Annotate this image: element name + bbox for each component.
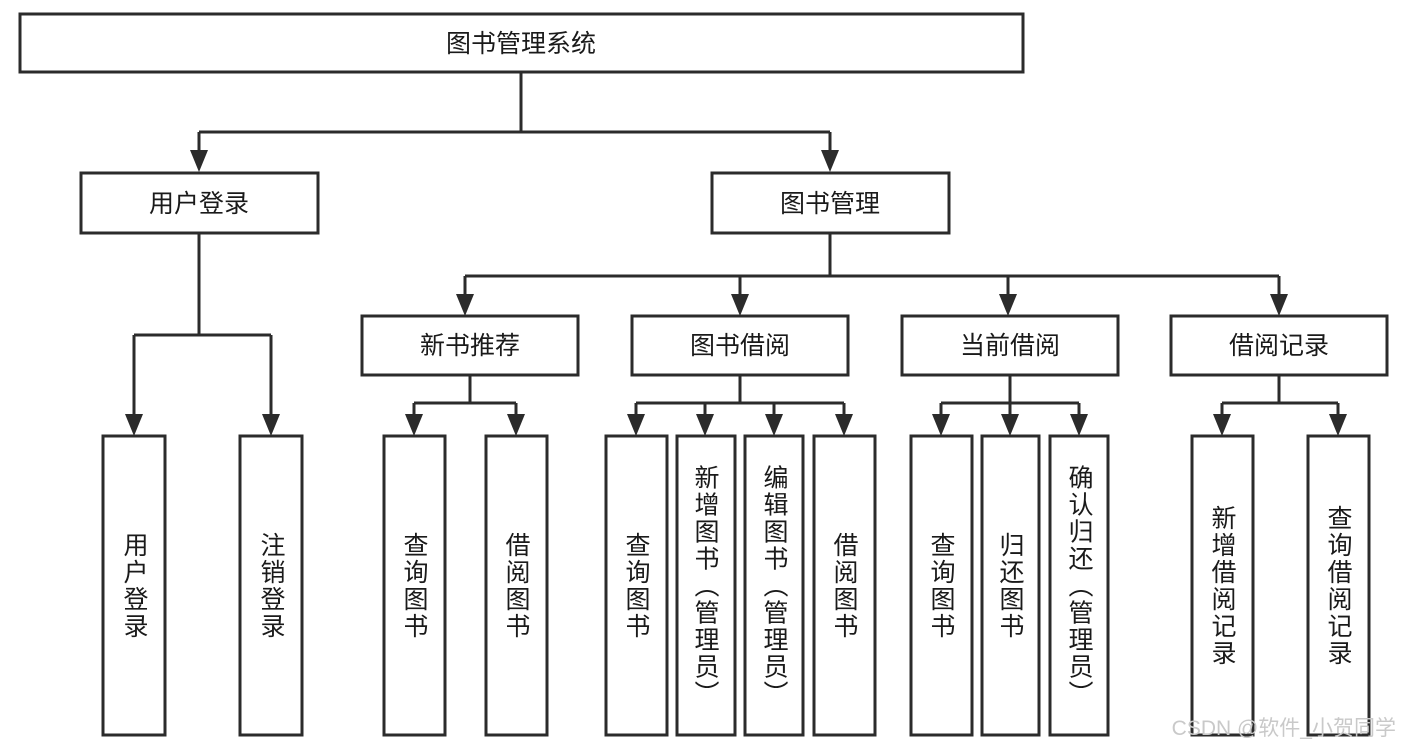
node-root-label: 图书管理系统 xyxy=(446,30,596,58)
node-leaf-user-logout-label: 注销登录 xyxy=(257,532,286,640)
node-book-borrow-box[interactable] xyxy=(630,314,850,377)
node-root-box[interactable] xyxy=(18,12,1025,74)
node-current-borrow-label: 当前借阅 xyxy=(960,332,1060,360)
node-leaf-add-record-label: 新增借阅记录 xyxy=(1208,505,1237,667)
node-leaf-query-book-2-box[interactable] xyxy=(604,434,669,737)
node-leaf-borrow-book-1-box[interactable] xyxy=(484,434,549,737)
node-user-login[interactable]: 用户登录 xyxy=(79,171,320,235)
node-leaf-query-book-2-label: 查询图书 xyxy=(622,532,651,640)
node-leaf-add-book-box[interactable] xyxy=(675,434,737,737)
node-leaf-borrow-book-1-label: 借阅图书 xyxy=(502,532,531,640)
node-leaf-borrow-book-1[interactable]: 借阅图书 xyxy=(484,434,549,737)
arrow-leaf-borrow-book-1 xyxy=(507,414,525,436)
node-new-book-recommend-box[interactable] xyxy=(360,314,580,377)
node-leaf-confirm-return[interactable]: 确认归还（管理员） xyxy=(1048,434,1110,737)
arrow-to-new-book-recommend xyxy=(456,294,474,316)
arrow-leaf-return-book xyxy=(1001,414,1019,436)
node-leaf-query-record-box[interactable] xyxy=(1306,434,1371,737)
node-leaf-query-book-3-box[interactable] xyxy=(909,434,974,737)
node-leaf-return-book[interactable]: 归还图书 xyxy=(980,434,1041,737)
arrow-leaf-query-book-1 xyxy=(405,414,423,436)
node-leaf-user-login[interactable]: 用户登录 xyxy=(101,434,167,737)
arrow-leaf-edit-book xyxy=(765,414,783,436)
node-leaf-confirm-return-box[interactable] xyxy=(1048,434,1110,737)
arrow-to-current-borrow xyxy=(999,294,1017,316)
arrow-to-user-login xyxy=(190,150,208,172)
node-leaf-user-login-label: 用户登录 xyxy=(120,532,149,640)
node-leaf-user-logout[interactable]: 注销登录 xyxy=(238,434,304,737)
node-leaf-query-book-2[interactable]: 查询图书 xyxy=(604,434,669,737)
node-leaf-borrow-book-2-label: 借阅图书 xyxy=(830,532,859,640)
node-book-borrow[interactable]: 图书借阅 xyxy=(630,314,850,377)
node-new-book-recommend-label: 新书推荐 xyxy=(420,332,520,360)
node-leaf-edit-book[interactable]: 编辑图书（管理员） xyxy=(743,434,805,737)
node-leaf-confirm-return-label: 确认归还（管理员） xyxy=(1065,465,1094,708)
arrow-to-book-borrow xyxy=(731,294,749,316)
node-current-borrow-box[interactable] xyxy=(900,314,1120,377)
arrow-leaf-add-book xyxy=(696,414,714,436)
arrow-to-book-management xyxy=(821,150,839,172)
node-leaf-add-book-label: 新增图书（管理员） xyxy=(691,465,720,708)
node-leaf-edit-book-label: 编辑图书（管理员） xyxy=(760,465,789,708)
connector-group xyxy=(125,72,1347,436)
arrow-to-borrow-record xyxy=(1270,294,1288,316)
node-leaf-query-book-1-box[interactable] xyxy=(382,434,447,737)
node-leaf-borrow-book-2[interactable]: 借阅图书 xyxy=(812,434,877,737)
node-leaf-borrow-book-2-box[interactable] xyxy=(812,434,877,737)
node-leaf-query-book-3-label: 查询图书 xyxy=(927,532,956,640)
node-leaf-query-record-label: 查询借阅记录 xyxy=(1324,505,1353,667)
arrow-leaf-user-logout xyxy=(262,414,280,436)
node-borrow-record[interactable]: 借阅记录 xyxy=(1169,314,1389,377)
csdn-watermark: CSDN @软件_小贺同学 xyxy=(1172,717,1396,740)
node-book-management-label: 图书管理 xyxy=(780,190,880,218)
node-new-book-recommend[interactable]: 新书推荐 xyxy=(360,314,580,377)
node-user-login-box[interactable] xyxy=(79,171,320,235)
node-leaf-add-record[interactable]: 新增借阅记录 xyxy=(1190,434,1255,737)
arrow-leaf-query-book-2 xyxy=(627,414,645,436)
node-leaf-query-book-1-label: 查询图书 xyxy=(400,532,429,640)
node-root[interactable]: 图书管理系统 xyxy=(18,12,1025,74)
node-user-login-label: 用户登录 xyxy=(149,190,249,218)
arrow-leaf-confirm-return xyxy=(1070,414,1088,436)
node-leaf-user-logout-box[interactable] xyxy=(238,434,304,737)
node-leaf-query-book-1[interactable]: 查询图书 xyxy=(382,434,447,737)
node-book-management[interactable]: 图书管理 xyxy=(710,171,951,235)
arrow-leaf-query-book-3 xyxy=(932,414,950,436)
node-leaf-user-login-box[interactable] xyxy=(101,434,167,737)
node-leaf-add-book[interactable]: 新增图书（管理员） xyxy=(675,434,737,737)
node-borrow-record-label: 借阅记录 xyxy=(1229,332,1329,360)
node-leaf-return-book-box[interactable] xyxy=(980,434,1041,737)
node-leaf-add-record-box[interactable] xyxy=(1190,434,1255,737)
node-book-management-box[interactable] xyxy=(710,171,951,235)
node-leaf-return-book-label: 归还图书 xyxy=(996,532,1025,640)
node-leaf-query-record[interactable]: 查询借阅记录 xyxy=(1306,434,1371,737)
node-leaf-edit-book-box[interactable] xyxy=(743,434,805,737)
node-borrow-record-box[interactable] xyxy=(1169,314,1389,377)
arrow-leaf-borrow-book-2 xyxy=(835,414,853,436)
node-current-borrow[interactable]: 当前借阅 xyxy=(900,314,1120,377)
node-leaf-query-book-3[interactable]: 查询图书 xyxy=(909,434,974,737)
arrow-leaf-add-record xyxy=(1213,414,1231,436)
arrow-leaf-user-login xyxy=(125,414,143,436)
arrow-leaf-query-record xyxy=(1329,414,1347,436)
node-book-borrow-label: 图书借阅 xyxy=(690,332,790,360)
